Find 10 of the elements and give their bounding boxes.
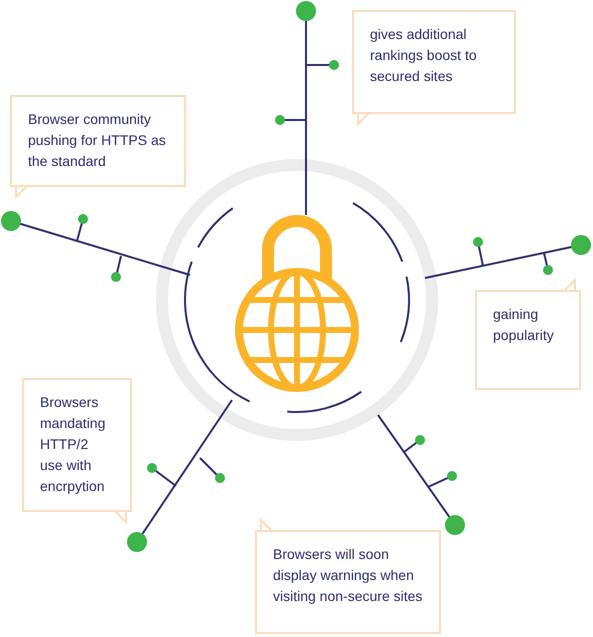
- callout-text: Browser community pushing for HTTPS as the standard: [28, 110, 167, 171]
- callout-text: Browsers will soon display warnings when visiting non-secure sites: [273, 545, 423, 606]
- callout-box: [255, 530, 441, 634]
- callout-text: Browsers mandating HTTP/2 use with encrpytion: [40, 393, 106, 496]
- callout-box: [352, 10, 516, 114]
- callout-box: [475, 290, 581, 390]
- callout-box: [10, 95, 186, 187]
- callout-text: gaining popularity: [493, 305, 555, 345]
- callout-box: [22, 378, 132, 512]
- callout-text: gives additional rankings boost to secured sites: [370, 25, 478, 86]
